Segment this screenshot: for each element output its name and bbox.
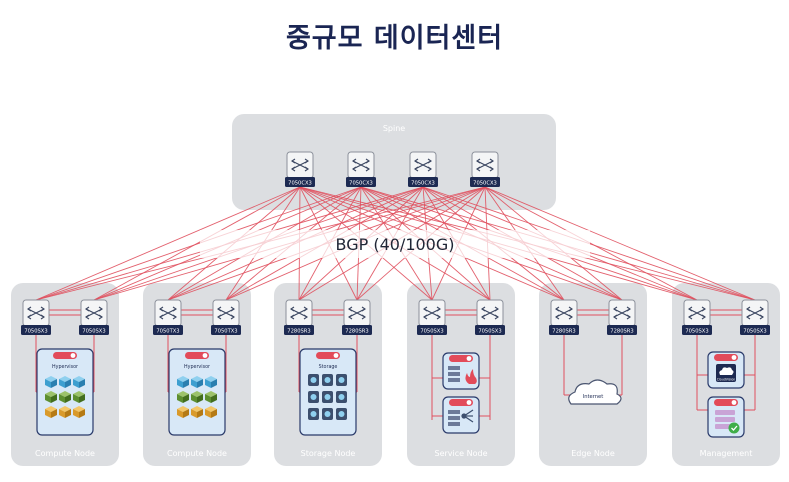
switch-model-label: 7050SX3 bbox=[478, 329, 501, 335]
hypervisor-card: Hypervisor bbox=[36, 348, 94, 436]
switch-arrows-icon bbox=[746, 306, 764, 320]
spine-switch: 7050CX3 bbox=[470, 151, 500, 187]
firewall-card bbox=[442, 352, 480, 390]
card-label: Hypervisor bbox=[52, 364, 78, 370]
hypervisor-card: Hypervisor bbox=[168, 348, 226, 436]
switch-arrows-icon bbox=[290, 306, 308, 320]
bgp-label: BGP (40/100G) bbox=[336, 235, 455, 254]
switch-model-label: 7280SR3 bbox=[287, 329, 310, 335]
leaf-switch: 7050SX3 bbox=[21, 299, 51, 335]
leaf-switch: 7280SR3 bbox=[284, 299, 314, 335]
leaf-switch: 7280SR3 bbox=[549, 299, 579, 335]
management-server-card bbox=[707, 396, 745, 438]
leaf-switch: 7280SR3 bbox=[607, 299, 637, 335]
switch-model-label: 7050CX3 bbox=[473, 181, 497, 187]
switch-arrows-icon bbox=[27, 306, 45, 320]
switch-model-label: 7280SR3 bbox=[552, 329, 575, 335]
node-label: Storage Node bbox=[301, 449, 356, 458]
switch-model-label: 7050TX3 bbox=[156, 329, 179, 335]
cloudvision-label: CloudVision bbox=[717, 378, 736, 382]
switch-model-label: 7050SX3 bbox=[82, 329, 105, 335]
spine-switch: 7050CX3 bbox=[346, 151, 376, 187]
switch-arrows-icon bbox=[291, 158, 309, 172]
page-title: 중규모 데이터센터 bbox=[285, 23, 504, 54]
node-label: Compute Node bbox=[167, 449, 227, 458]
switch-arrows-icon bbox=[414, 158, 432, 172]
switch-model-label: 7280SR3 bbox=[610, 329, 633, 335]
switch-arrows-icon bbox=[476, 158, 494, 172]
node-label: Management bbox=[700, 449, 753, 458]
switch-model-label: 7050SX3 bbox=[685, 329, 708, 335]
leaf-switch: 7050SX3 bbox=[475, 299, 505, 335]
leaf-switch: 7050SX3 bbox=[79, 299, 109, 335]
switch-arrows-icon bbox=[481, 306, 499, 320]
load-balancer-icon bbox=[461, 409, 474, 423]
switch-arrows-icon bbox=[613, 306, 631, 320]
bgp-band bbox=[200, 230, 590, 258]
switch-model-label: 7050CX3 bbox=[411, 181, 435, 187]
internet-label: Internet bbox=[583, 394, 604, 400]
cloudvision-card: CloudVision bbox=[707, 351, 745, 389]
leaf-switch: 7050SX3 bbox=[682, 299, 712, 335]
leaf-switch: 7050TX3 bbox=[211, 299, 241, 335]
storage-card: Storage bbox=[299, 348, 357, 436]
switch-arrows-icon bbox=[555, 306, 573, 320]
switch-model-label: 7050SX3 bbox=[420, 329, 443, 335]
node-label: Compute Node bbox=[35, 449, 95, 458]
card-label: Hypervisor bbox=[184, 364, 210, 370]
leaf-switch: 7280SR3 bbox=[342, 299, 372, 335]
switch-arrows-icon bbox=[217, 306, 235, 320]
switch-arrows-icon bbox=[159, 306, 177, 320]
switch-model-label: 7050CX3 bbox=[349, 181, 373, 187]
node-label: Service Node bbox=[435, 449, 488, 458]
switch-model-label: 7050TX3 bbox=[214, 329, 237, 335]
node-label: Edge Node bbox=[571, 449, 615, 458]
check-icon bbox=[728, 422, 740, 434]
switch-model-label: 7050SX3 bbox=[24, 329, 47, 335]
spine-switch: 7050CX3 bbox=[408, 151, 438, 187]
switch-arrows-icon bbox=[348, 306, 366, 320]
cloud-icon bbox=[719, 367, 734, 375]
spine-switch: 7050CX3 bbox=[285, 151, 315, 187]
switch-arrows-icon bbox=[423, 306, 441, 320]
load-balancer-card bbox=[442, 396, 480, 434]
spine-label: Spine bbox=[383, 124, 405, 133]
flame-icon bbox=[465, 369, 477, 384]
leaf-switch: 7050SX3 bbox=[740, 299, 770, 335]
switch-model-label: 7050SX3 bbox=[743, 329, 766, 335]
switch-arrows-icon bbox=[352, 158, 370, 172]
switch-arrows-icon bbox=[688, 306, 706, 320]
card-label: Storage bbox=[319, 364, 338, 370]
leaf-switch: 7050SX3 bbox=[417, 299, 447, 335]
switch-model-label: 7280SR3 bbox=[345, 329, 368, 335]
leaf-switch: 7050TX3 bbox=[153, 299, 183, 335]
switch-arrows-icon bbox=[85, 306, 103, 320]
switch-model-label: 7050CX3 bbox=[288, 181, 312, 187]
internet-cloud-icon: Internet bbox=[568, 379, 622, 405]
